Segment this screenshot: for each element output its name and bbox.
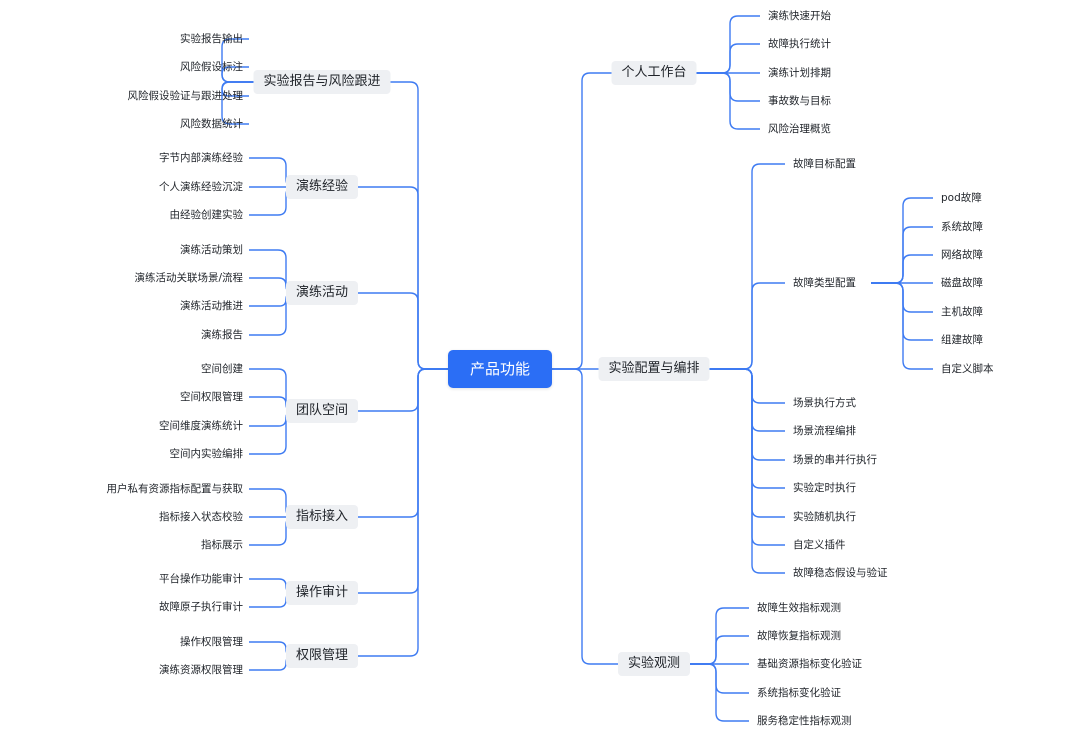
leaf-node[interactable]: 指标接入状态校验 [159, 511, 243, 523]
root-to-branch-line [358, 368, 448, 412]
leaf-node[interactable]: 空间创建 [201, 363, 243, 375]
leaf-node[interactable]: 空间维度演练统计 [159, 420, 243, 432]
root-to-branch-line [552, 72, 612, 370]
sub-leaf-line [871, 197, 933, 284]
sub-leaf-node[interactable]: 自定义脚本 [941, 363, 994, 375]
branch-node-right-2[interactable]: 实验观测 [617, 652, 691, 676]
leaf-node[interactable]: 场景的串并行执行 [793, 454, 877, 466]
branch-node-right-0[interactable]: 个人工作台 [611, 61, 697, 85]
leaf-node[interactable]: 演练活动关联场景/流程 [134, 272, 243, 284]
branch-to-leaf-line [690, 635, 749, 665]
leaf-node[interactable]: 操作权限管理 [180, 636, 243, 648]
root-to-branch-line [358, 368, 448, 518]
leaf-node[interactable]: 故障目标配置 [793, 158, 856, 170]
leaf-node[interactable]: 演练快速开始 [768, 10, 831, 22]
sub-leaf-line [871, 254, 933, 284]
leaf-node[interactable]: 指标展示 [201, 539, 243, 551]
leaf-node[interactable]: 故障生效指标观测 [757, 602, 841, 614]
branch-to-leaf-line [709, 368, 785, 518]
leaf-node[interactable]: 基础资源指标变化验证 [757, 658, 862, 670]
leaf-node[interactable]: 场景执行方式 [793, 397, 856, 409]
leaf-node[interactable]: 演练报告 [201, 329, 243, 341]
root-to-branch-line [358, 186, 448, 370]
sub-leaf-node[interactable]: 主机故障 [941, 306, 983, 318]
leaf-node[interactable]: 风险治理概览 [768, 123, 831, 135]
leaf-node[interactable]: 个人演练经验沉淀 [159, 181, 243, 193]
branch-node-left-2[interactable]: 演练活动 [285, 281, 359, 305]
leaf-node[interactable]: 服务稳定性指标观测 [757, 715, 852, 727]
branch-to-leaf-line [709, 368, 785, 574]
root-to-branch-line [390, 81, 448, 370]
leaf-node[interactable]: 故障原子执行审计 [159, 601, 243, 613]
branch-to-leaf-line [709, 282, 785, 370]
branch-node-left-1[interactable]: 演练经验 [285, 175, 359, 199]
sub-leaf-node[interactable]: pod故障 [941, 192, 982, 204]
leaf-node[interactable]: 故障稳态假设与验证 [793, 567, 888, 579]
sub-leaf-node[interactable]: 系统故障 [941, 221, 983, 233]
branch-node-left-5[interactable]: 操作审计 [285, 581, 359, 605]
leaf-node[interactable]: 场景流程编排 [793, 425, 856, 437]
branch-to-leaf-line [709, 368, 785, 546]
branch-to-leaf-line [696, 72, 760, 102]
leaf-node[interactable]: 风险假设标注 [180, 61, 243, 73]
root-to-branch-line [552, 368, 618, 665]
root-to-branch-line [358, 368, 448, 594]
branch-to-leaf-line [709, 368, 785, 489]
sub-leaf-node[interactable]: 磁盘故障 [941, 277, 983, 289]
leaf-node[interactable]: 事故数与目标 [768, 95, 831, 107]
sub-leaf-node[interactable]: 组建故障 [941, 334, 983, 346]
leaf-node[interactable]: 实验报告输出 [180, 33, 243, 45]
branch-to-leaf-line [696, 43, 760, 74]
leaf-node[interactable]: 实验定时执行 [793, 482, 856, 494]
sub-leaf-line [871, 282, 933, 370]
branch-to-leaf-line [696, 72, 760, 130]
branch-to-leaf-line [709, 368, 785, 432]
leaf-node[interactable]: 演练活动推进 [180, 300, 243, 312]
leaf-node[interactable]: 由经验创建实验 [169, 209, 244, 221]
leaf-node[interactable]: 故障恢复指标观测 [757, 630, 841, 642]
leaf-node[interactable]: 自定义插件 [793, 539, 846, 551]
leaf-node[interactable]: 用户私有资源指标配置与获取 [106, 483, 244, 495]
leaf-node[interactable]: 平台操作功能审计 [159, 573, 243, 585]
leaf-node[interactable]: 风险假设验证与跟进处理 [127, 90, 244, 102]
branch-to-leaf-line [709, 368, 785, 461]
leaf-node[interactable]: 空间权限管理 [180, 391, 243, 403]
branch-to-leaf-line [221, 81, 254, 125]
branch-node-left-0[interactable]: 实验报告与风险跟进 [253, 70, 391, 94]
leaf-node[interactable]: 故障类型配置 [793, 277, 856, 289]
root-to-branch-line [358, 368, 448, 657]
branch-node-left-3[interactable]: 团队空间 [285, 399, 359, 423]
leaf-node[interactable]: 风险数据统计 [180, 118, 243, 130]
root-node[interactable]: 产品功能 [448, 350, 552, 388]
sub-leaf-node[interactable]: 网络故障 [941, 249, 983, 261]
leaf-node[interactable]: 演练活动策划 [180, 244, 243, 256]
leaf-node[interactable]: 演练资源权限管理 [159, 664, 243, 676]
root-to-branch-line [358, 292, 448, 370]
branch-node-right-1[interactable]: 实验配置与编排 [598, 357, 710, 381]
branch-node-left-6[interactable]: 权限管理 [285, 644, 359, 668]
branch-to-leaf-line [690, 663, 749, 722]
branch-to-leaf-line [709, 163, 785, 370]
branch-node-left-4[interactable]: 指标接入 [285, 505, 359, 529]
branch-to-leaf-line [709, 368, 785, 404]
leaf-node[interactable]: 系统指标变化验证 [757, 687, 841, 699]
branch-to-leaf-line [690, 663, 749, 694]
leaf-node[interactable]: 字节内部演练经验 [159, 152, 243, 164]
leaf-node[interactable]: 演练计划排期 [768, 67, 831, 79]
leaf-node[interactable]: 空间内实验编排 [169, 448, 244, 460]
leaf-node[interactable]: 实验随机执行 [793, 511, 856, 523]
leaf-node[interactable]: 故障执行统计 [768, 38, 831, 50]
